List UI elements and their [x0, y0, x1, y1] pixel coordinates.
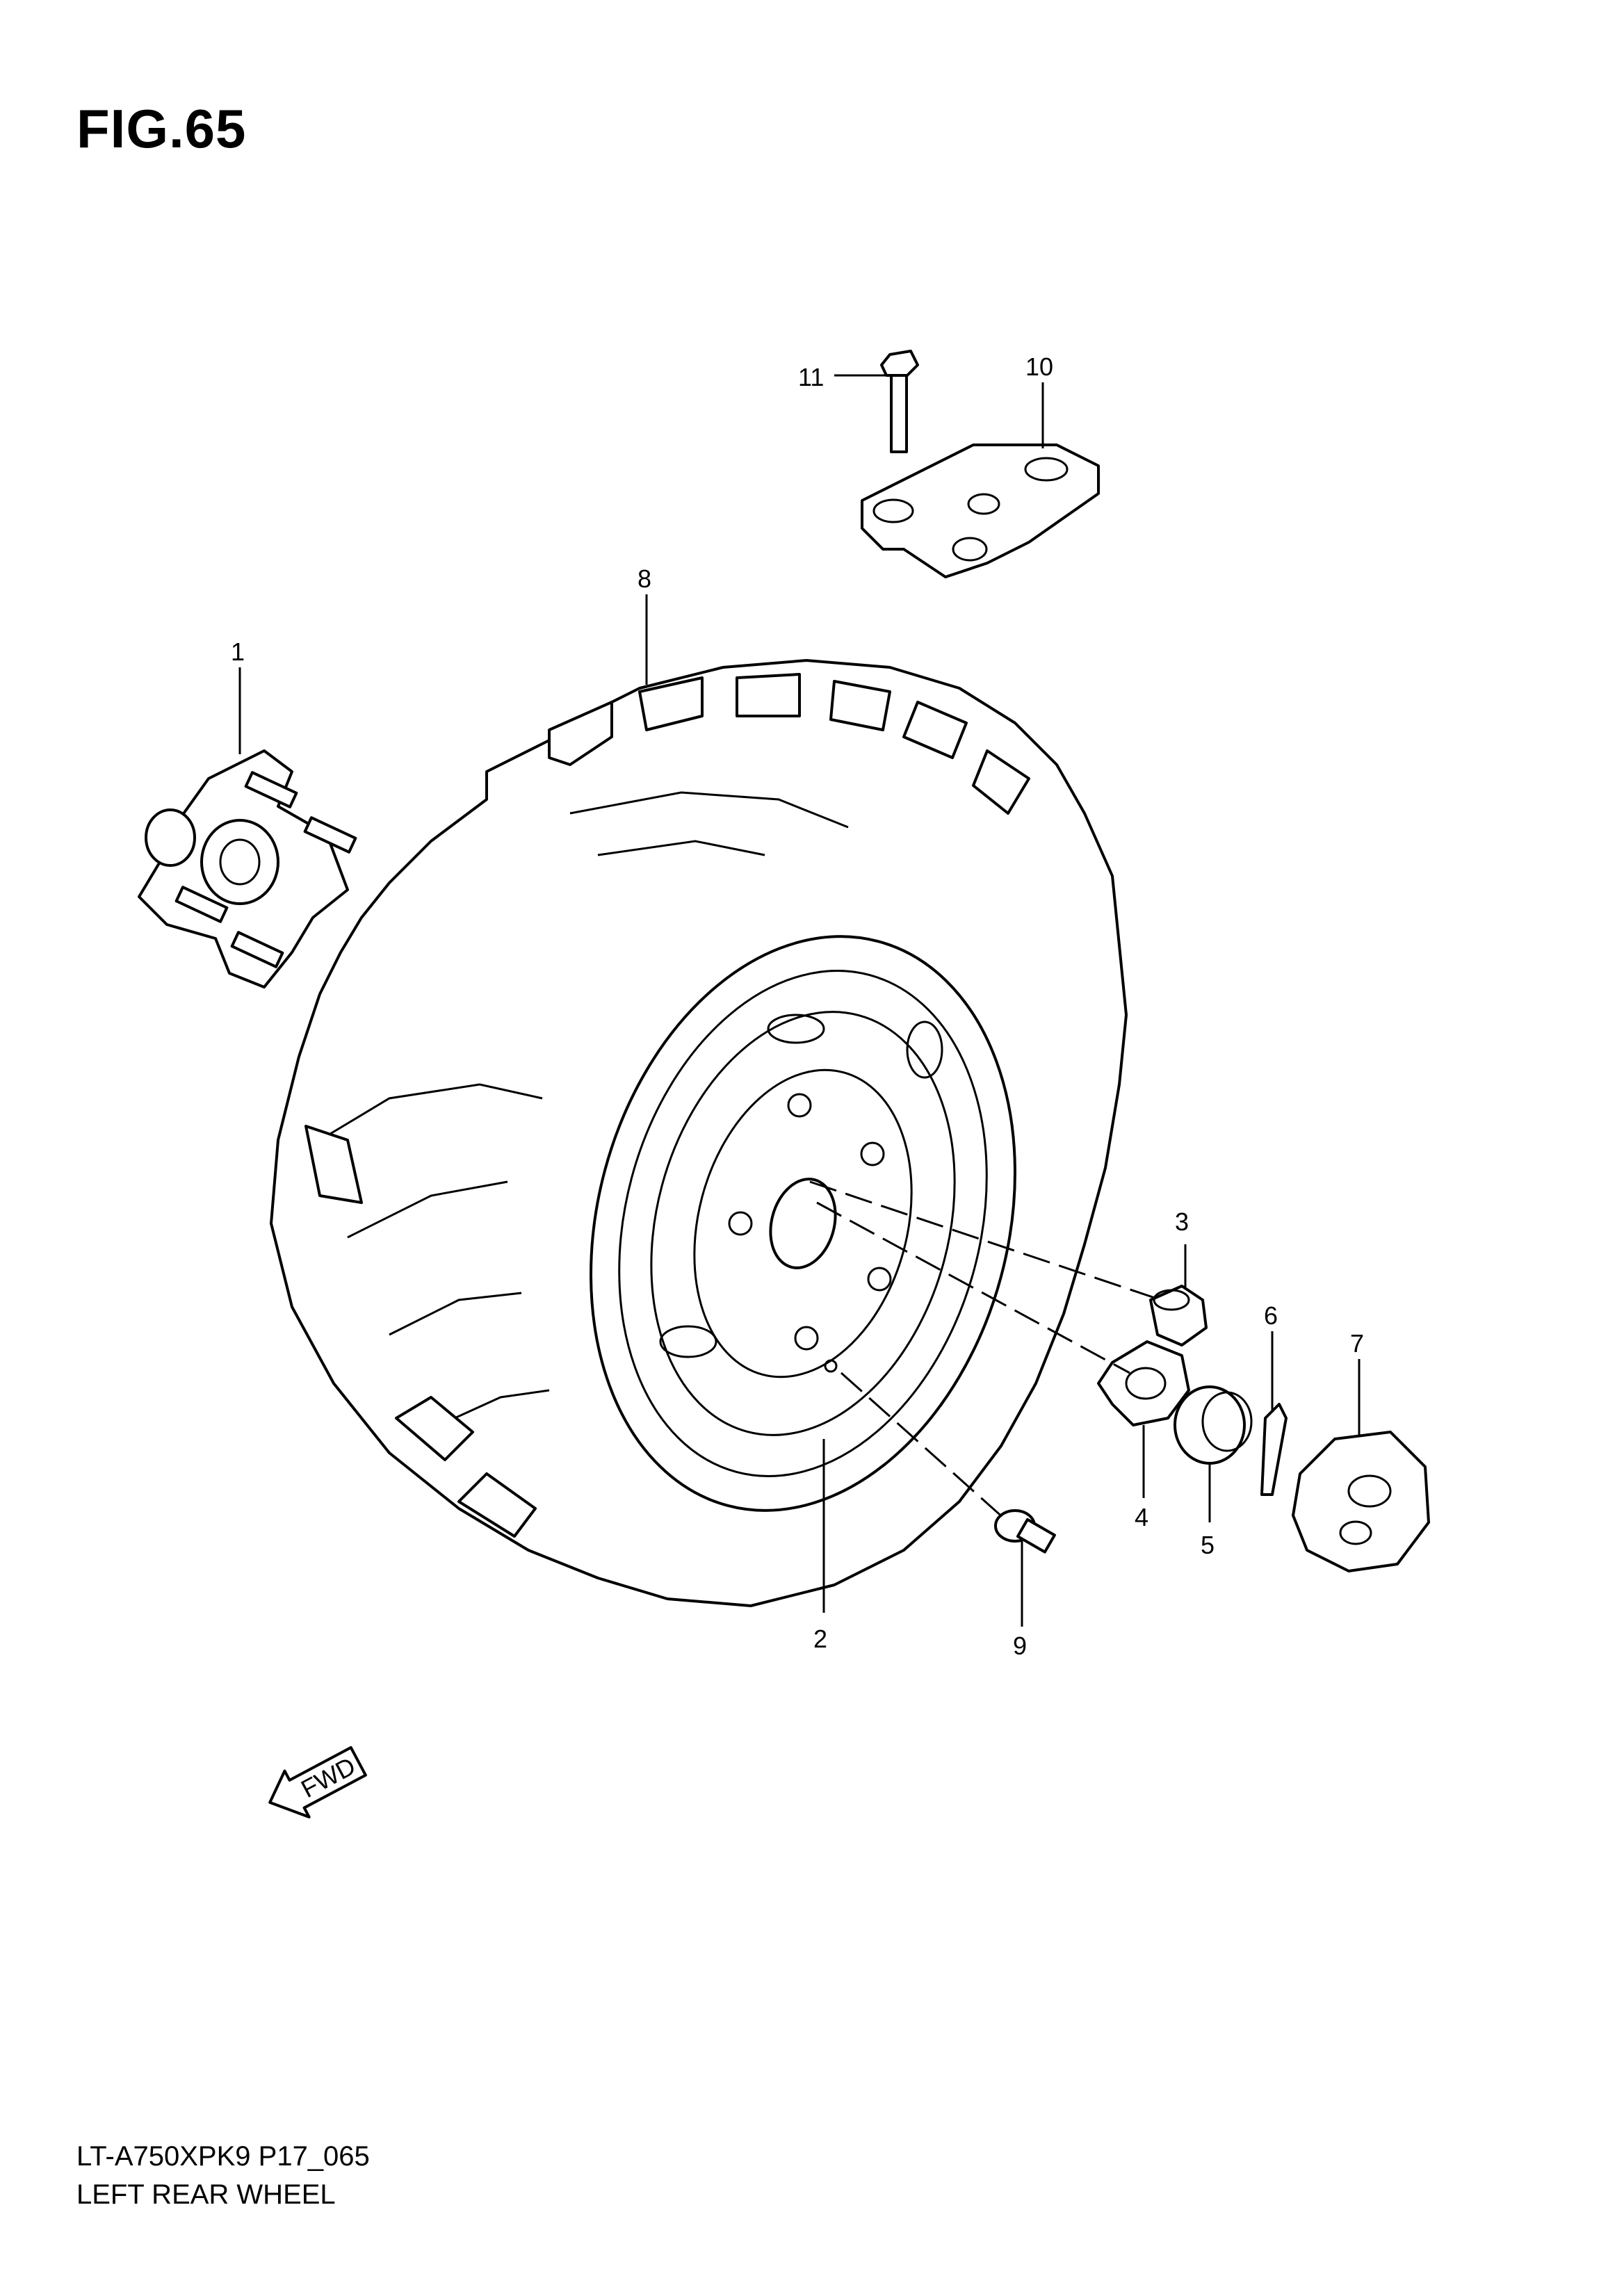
section-name: LEFT REAR WHEEL [76, 2179, 336, 2210]
fwd-direction-arrow: FWD [268, 1746, 367, 1819]
callout-9: 9 [1013, 1632, 1027, 1660]
cotter-pin-part-6[interactable] [1260, 1403, 1288, 1496]
callout-3: 3 [1175, 1207, 1189, 1236]
valve-stem-part-9[interactable] [994, 1509, 1056, 1554]
leader-lines [238, 374, 1361, 1627]
wheel-hub-part-1[interactable] [138, 749, 357, 989]
model-code: LT-A750XPK9 P17_065 [76, 2141, 370, 2172]
hub-cap-part-7[interactable] [1292, 1431, 1430, 1572]
figure-title: FIG.65 [76, 98, 247, 159]
washer-part-4[interactable] [1097, 1340, 1190, 1426]
callout-7: 7 [1350, 1329, 1364, 1358]
callout-11: 11 [798, 363, 824, 391]
rim-part-2[interactable] [529, 888, 1076, 1559]
callout-2: 2 [813, 1625, 827, 1653]
callout-5: 5 [1201, 1531, 1215, 1559]
bolt-part-11[interactable] [880, 350, 919, 453]
callout-8: 8 [638, 564, 651, 593]
castle-nut-part-5[interactable] [1174, 1385, 1253, 1465]
callout-1: 1 [231, 637, 245, 666]
nut-part-3[interactable] [1149, 1285, 1208, 1347]
callout-10: 10 [1025, 352, 1053, 381]
callout-6: 6 [1264, 1301, 1278, 1330]
bracket-part-10[interactable] [861, 444, 1100, 578]
callout-4: 4 [1135, 1503, 1148, 1531]
